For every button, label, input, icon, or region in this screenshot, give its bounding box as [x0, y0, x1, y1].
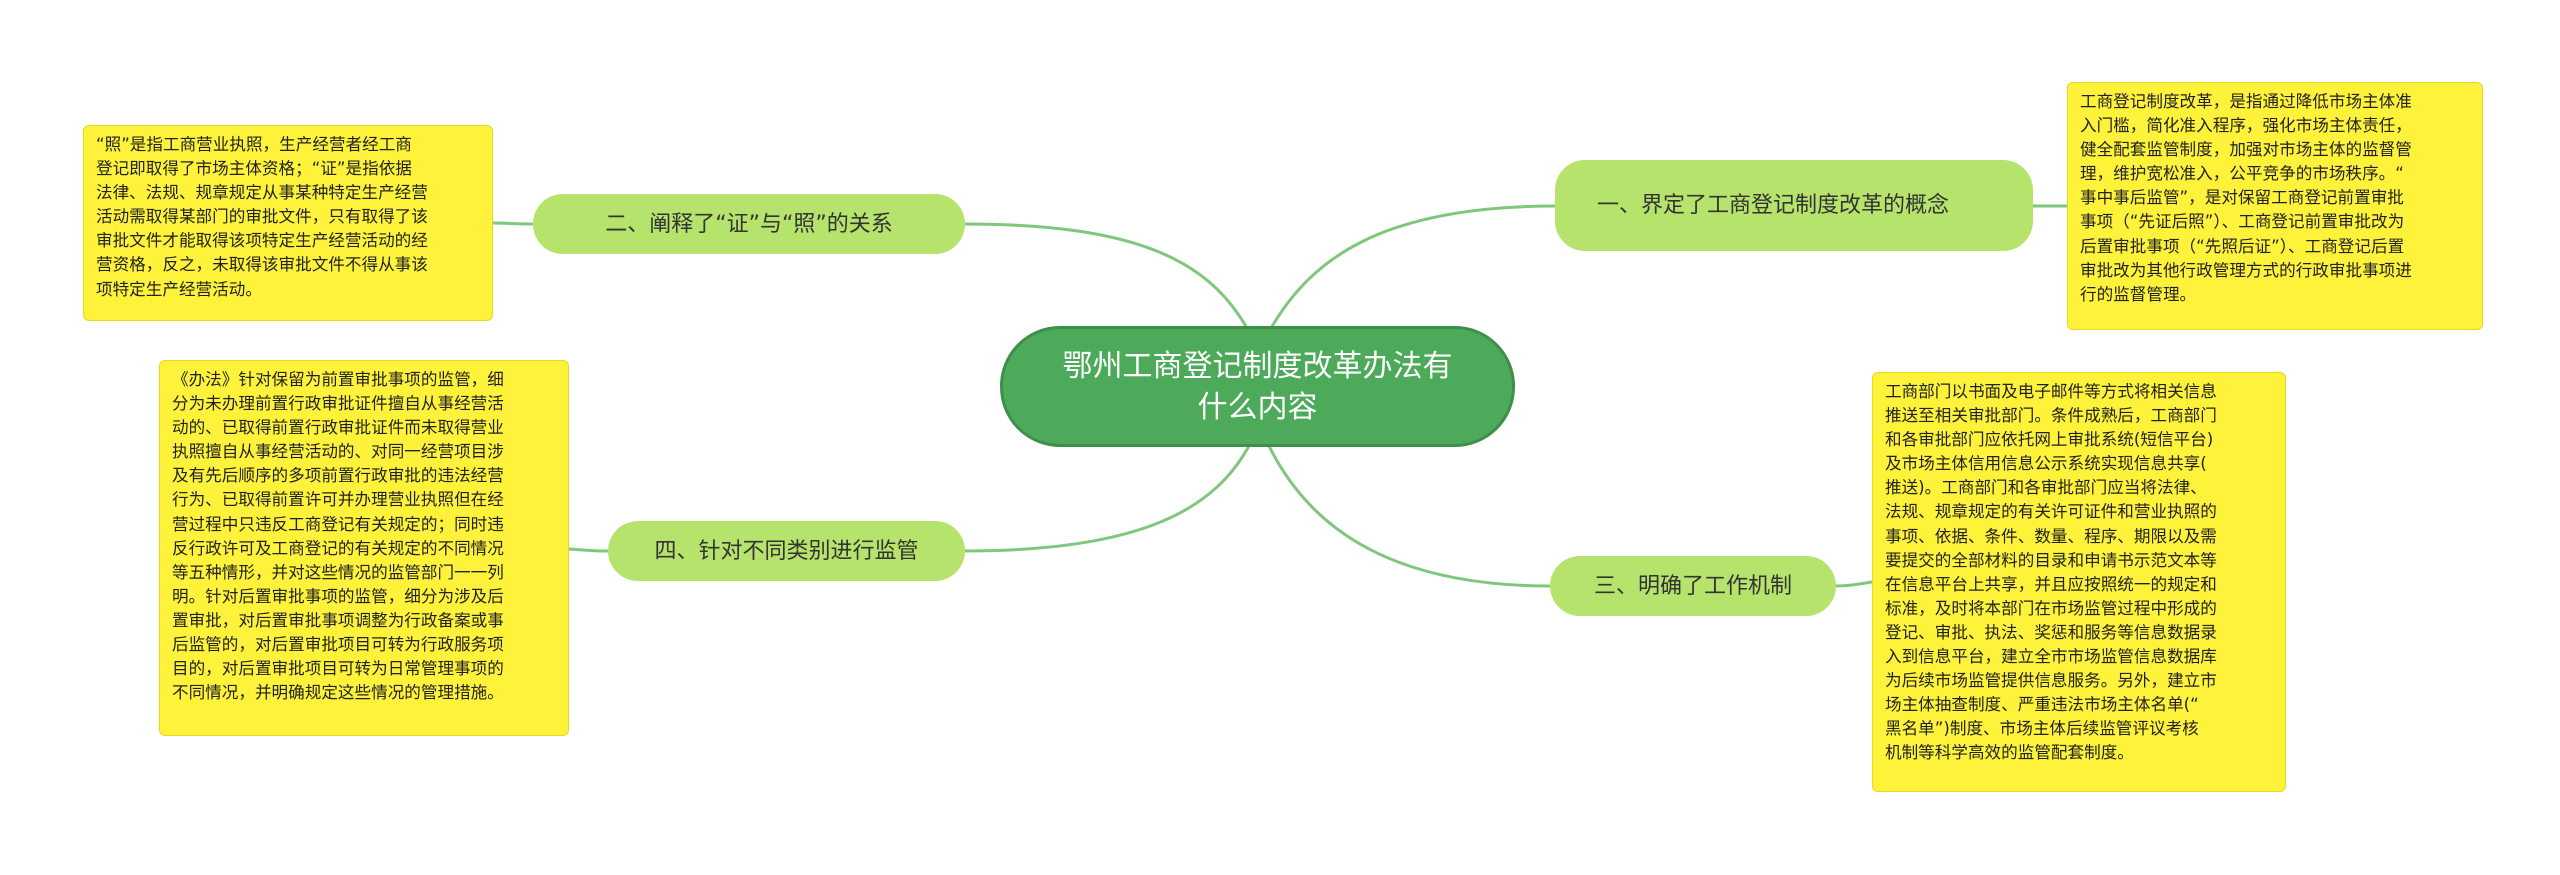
branch-category-supervision[interactable]: 四、针对不同类别进行监管: [608, 521, 965, 581]
connector-center-branch-4: [964, 443, 1252, 553]
branch-work-mechanism[interactable]: 三、明确了工作机制: [1550, 556, 1836, 616]
connector-branch-4-leaf-4: [568, 547, 609, 553]
branch-concept-label: 一、界定了工商登记制度改革的概念: [1597, 193, 1950, 218]
central-topic[interactable]: 鄂州工商登记制度改革办法有什么内容: [1000, 326, 1515, 447]
connector-branch-2-leaf-2: [492, 221, 534, 226]
leaf-work-mechanism[interactable]: 工商部门以书面及电子邮件等方式将相关信息 推送至相关审批部门。条件成熟后，工商部…: [1872, 372, 2286, 792]
branch-work-mechanism-label: 三、明确了工作机制: [1593, 573, 1792, 599]
connector-branch-3-leaf-3: [1835, 580, 1873, 588]
branch-concept[interactable]: 一、界定了工商登记制度改革的概念: [1555, 160, 2033, 251]
branch-certificate-license-label: 二、阐释了“证”与“照”的关系: [605, 211, 893, 237]
leaf-category-supervision[interactable]: 《办法》针对保留为前置审批事项的监管，细 分为未办理前置行政审批证件擅自从事经营…: [159, 360, 569, 736]
branch-certificate-license[interactable]: 二、阐释了“证”与“照”的关系: [533, 194, 965, 254]
branch-category-supervision-label: 四、针对不同类别进行监管: [654, 538, 919, 564]
leaf-certificate-license[interactable]: “照”是指工商营业执照，生产经营者经工商 登记即取得了市场主体资格；“证”是指依…: [83, 125, 493, 321]
connector-center-branch-1: [1268, 204, 1556, 331]
central-topic-label: 鄂州工商登记制度改革办法有什么内容: [1062, 348, 1453, 425]
leaf-concept[interactable]: 工商登记制度改革，是指通过降低市场主体准 入门槛，简化准入程序，强化市场主体责任…: [2067, 82, 2483, 330]
connector-center-branch-3: [1266, 443, 1551, 588]
connector-center-branch-2: [964, 222, 1250, 331]
